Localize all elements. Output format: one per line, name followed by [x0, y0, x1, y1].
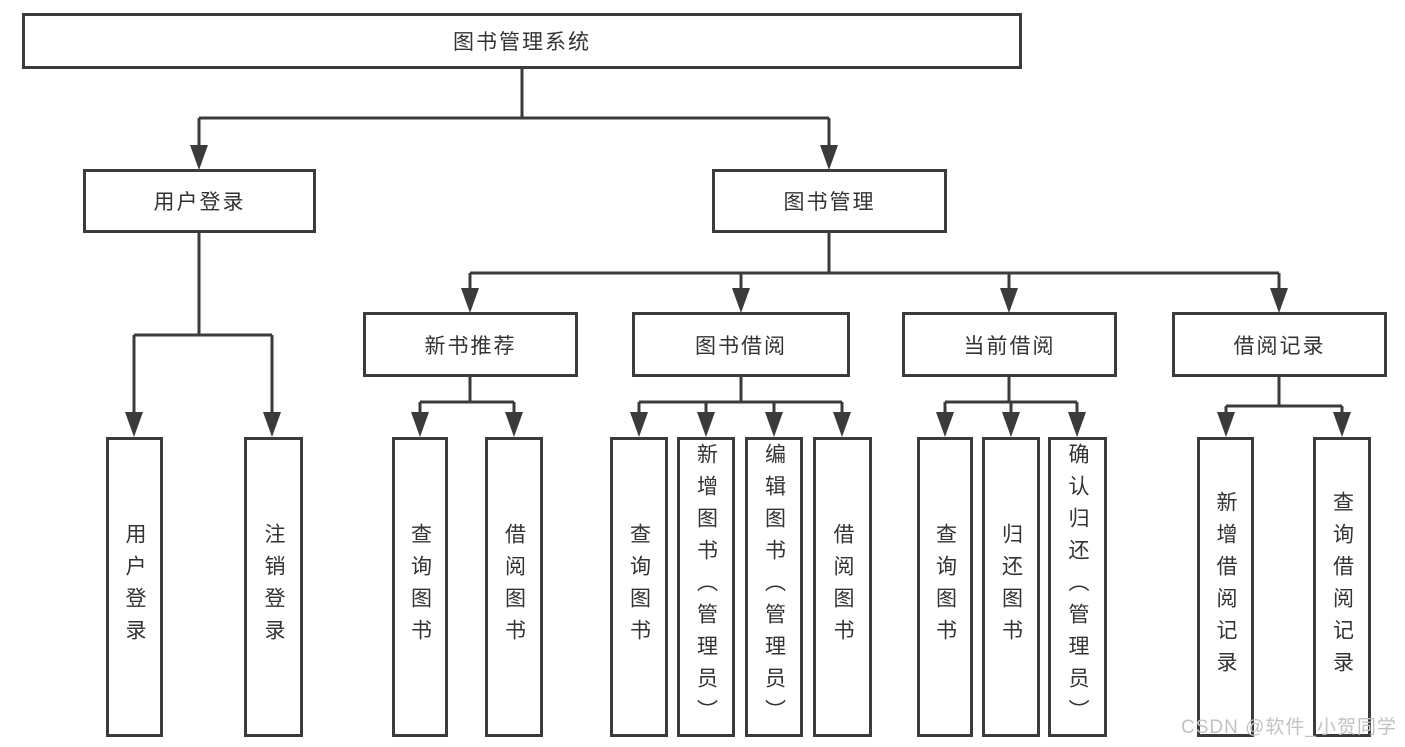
leaf-add-books-admin: 新增图书（管理员）	[677, 437, 735, 737]
node-borrow-records: 借阅记录	[1172, 312, 1387, 377]
leaf-confirm-return-admin: 确认归还（管理员）	[1048, 437, 1107, 737]
node-library-system: 图书管理系统	[22, 13, 1022, 69]
leaf-borrow-books-recommend: 借阅图书	[485, 437, 543, 737]
leaf-edit-books-admin: 编辑图书（管理员）	[745, 437, 803, 737]
leaf-query-books-current: 查询图书	[917, 437, 973, 737]
node-book-borrow: 图书借阅	[632, 312, 850, 377]
node-current-borrow: 当前借阅	[902, 312, 1117, 377]
leaf-borrow-books: 借阅图书	[813, 437, 872, 737]
leaf-query-books-borrow: 查询图书	[610, 437, 668, 737]
watermark: CSDN @软件_小贺同学	[1181, 717, 1397, 738]
node-book-management: 图书管理	[712, 169, 947, 233]
leaf-query-books-recommend: 查询图书	[392, 437, 448, 737]
leaf-logout-login: 注销登录	[244, 437, 303, 737]
node-user-login: 用户登录	[83, 169, 316, 233]
leaf-user-login: 用户登录	[106, 437, 163, 737]
leaf-return-books: 归还图书	[982, 437, 1040, 737]
leaf-query-borrow-record: 查询借阅记录	[1313, 437, 1371, 737]
leaf-add-borrow-record: 新增借阅记录	[1197, 437, 1254, 737]
node-new-book-recommend: 新书推荐	[363, 312, 578, 377]
